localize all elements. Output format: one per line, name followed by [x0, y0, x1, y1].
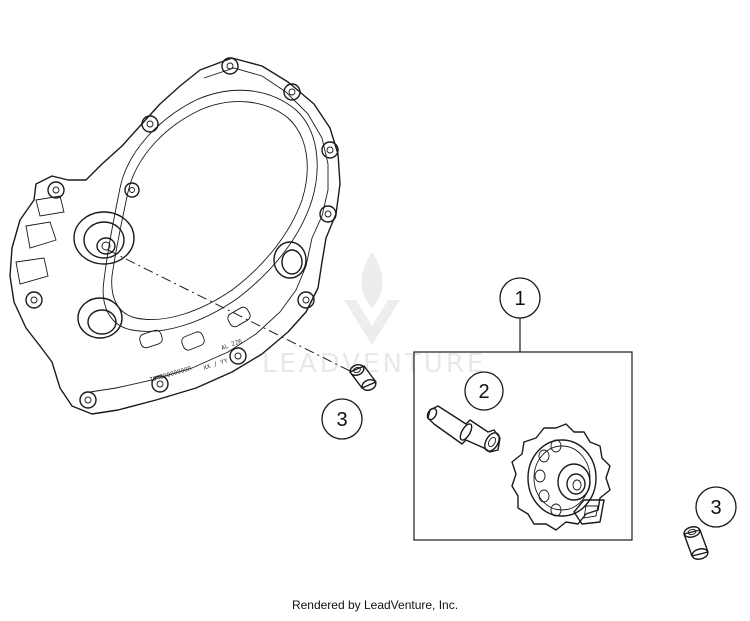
footer-credit: Rendered by LeadVenture, Inc. [291, 598, 459, 612]
callout-1-label: 1 [514, 288, 525, 310]
watermark: LEADVENTURE [262, 252, 486, 379]
install-line [107, 249, 353, 373]
assembly-box [413, 351, 633, 541]
callout-3b: 3 [695, 486, 737, 528]
bushing-right [683, 526, 709, 560]
callout-1: 1 [499, 277, 541, 319]
right-boss [273, 241, 307, 279]
lower-boss [77, 297, 123, 339]
clutch-cover: AL 226 79430000000R XX / YY [9, 57, 341, 415]
callout-3a: 3 [321, 398, 363, 440]
callout-2: 2 [464, 371, 504, 411]
gear [511, 423, 611, 531]
watermark-text: LEADVENTURE [262, 349, 486, 379]
bearing-boss [73, 211, 135, 265]
bolt-bosses [25, 57, 339, 409]
bushing-left [349, 364, 377, 391]
callout-3a-label: 3 [336, 409, 347, 431]
shaft [426, 405, 501, 453]
vent-slots [139, 306, 251, 351]
callout-2-label: 2 [478, 381, 489, 403]
cover-marking-part: 79430000000R [149, 365, 193, 384]
callout-3b-label: 3 [710, 497, 721, 519]
cover-marking-xx: XX / YY [202, 357, 229, 372]
